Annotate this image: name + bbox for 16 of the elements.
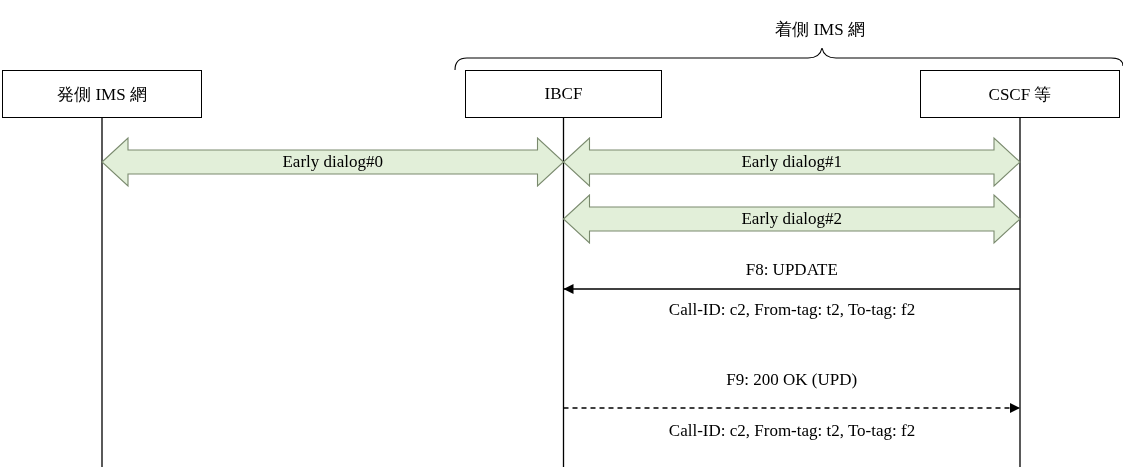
edge-label: Early dialog#0: [282, 152, 384, 172]
double-block-arrow: [101, 136, 565, 188]
message-arrow: [562, 284, 1021, 294]
message-note: Call-ID: c2, From-tag: t2, To-tag: f2: [668, 300, 916, 320]
edge-label: F8: UPDATE: [745, 260, 838, 280]
double-block-arrow: [562, 193, 1021, 245]
participant-box: 発側 IMS 網: [2, 70, 202, 118]
participant-box: IBCF: [465, 70, 662, 118]
participant-box: CSCF 等: [920, 70, 1120, 118]
edge-label: F9: 200 OK (UPD): [726, 370, 858, 390]
double-block-arrow: [562, 136, 1021, 188]
edge-label: Early dialog#2: [741, 209, 843, 229]
group-label: 着側 IMS 網: [775, 19, 865, 41]
message-note: Call-ID: c2, From-tag: t2, To-tag: f2: [668, 421, 916, 441]
edge-label: Early dialog#1: [741, 152, 843, 172]
message-arrow: [562, 403, 1021, 413]
